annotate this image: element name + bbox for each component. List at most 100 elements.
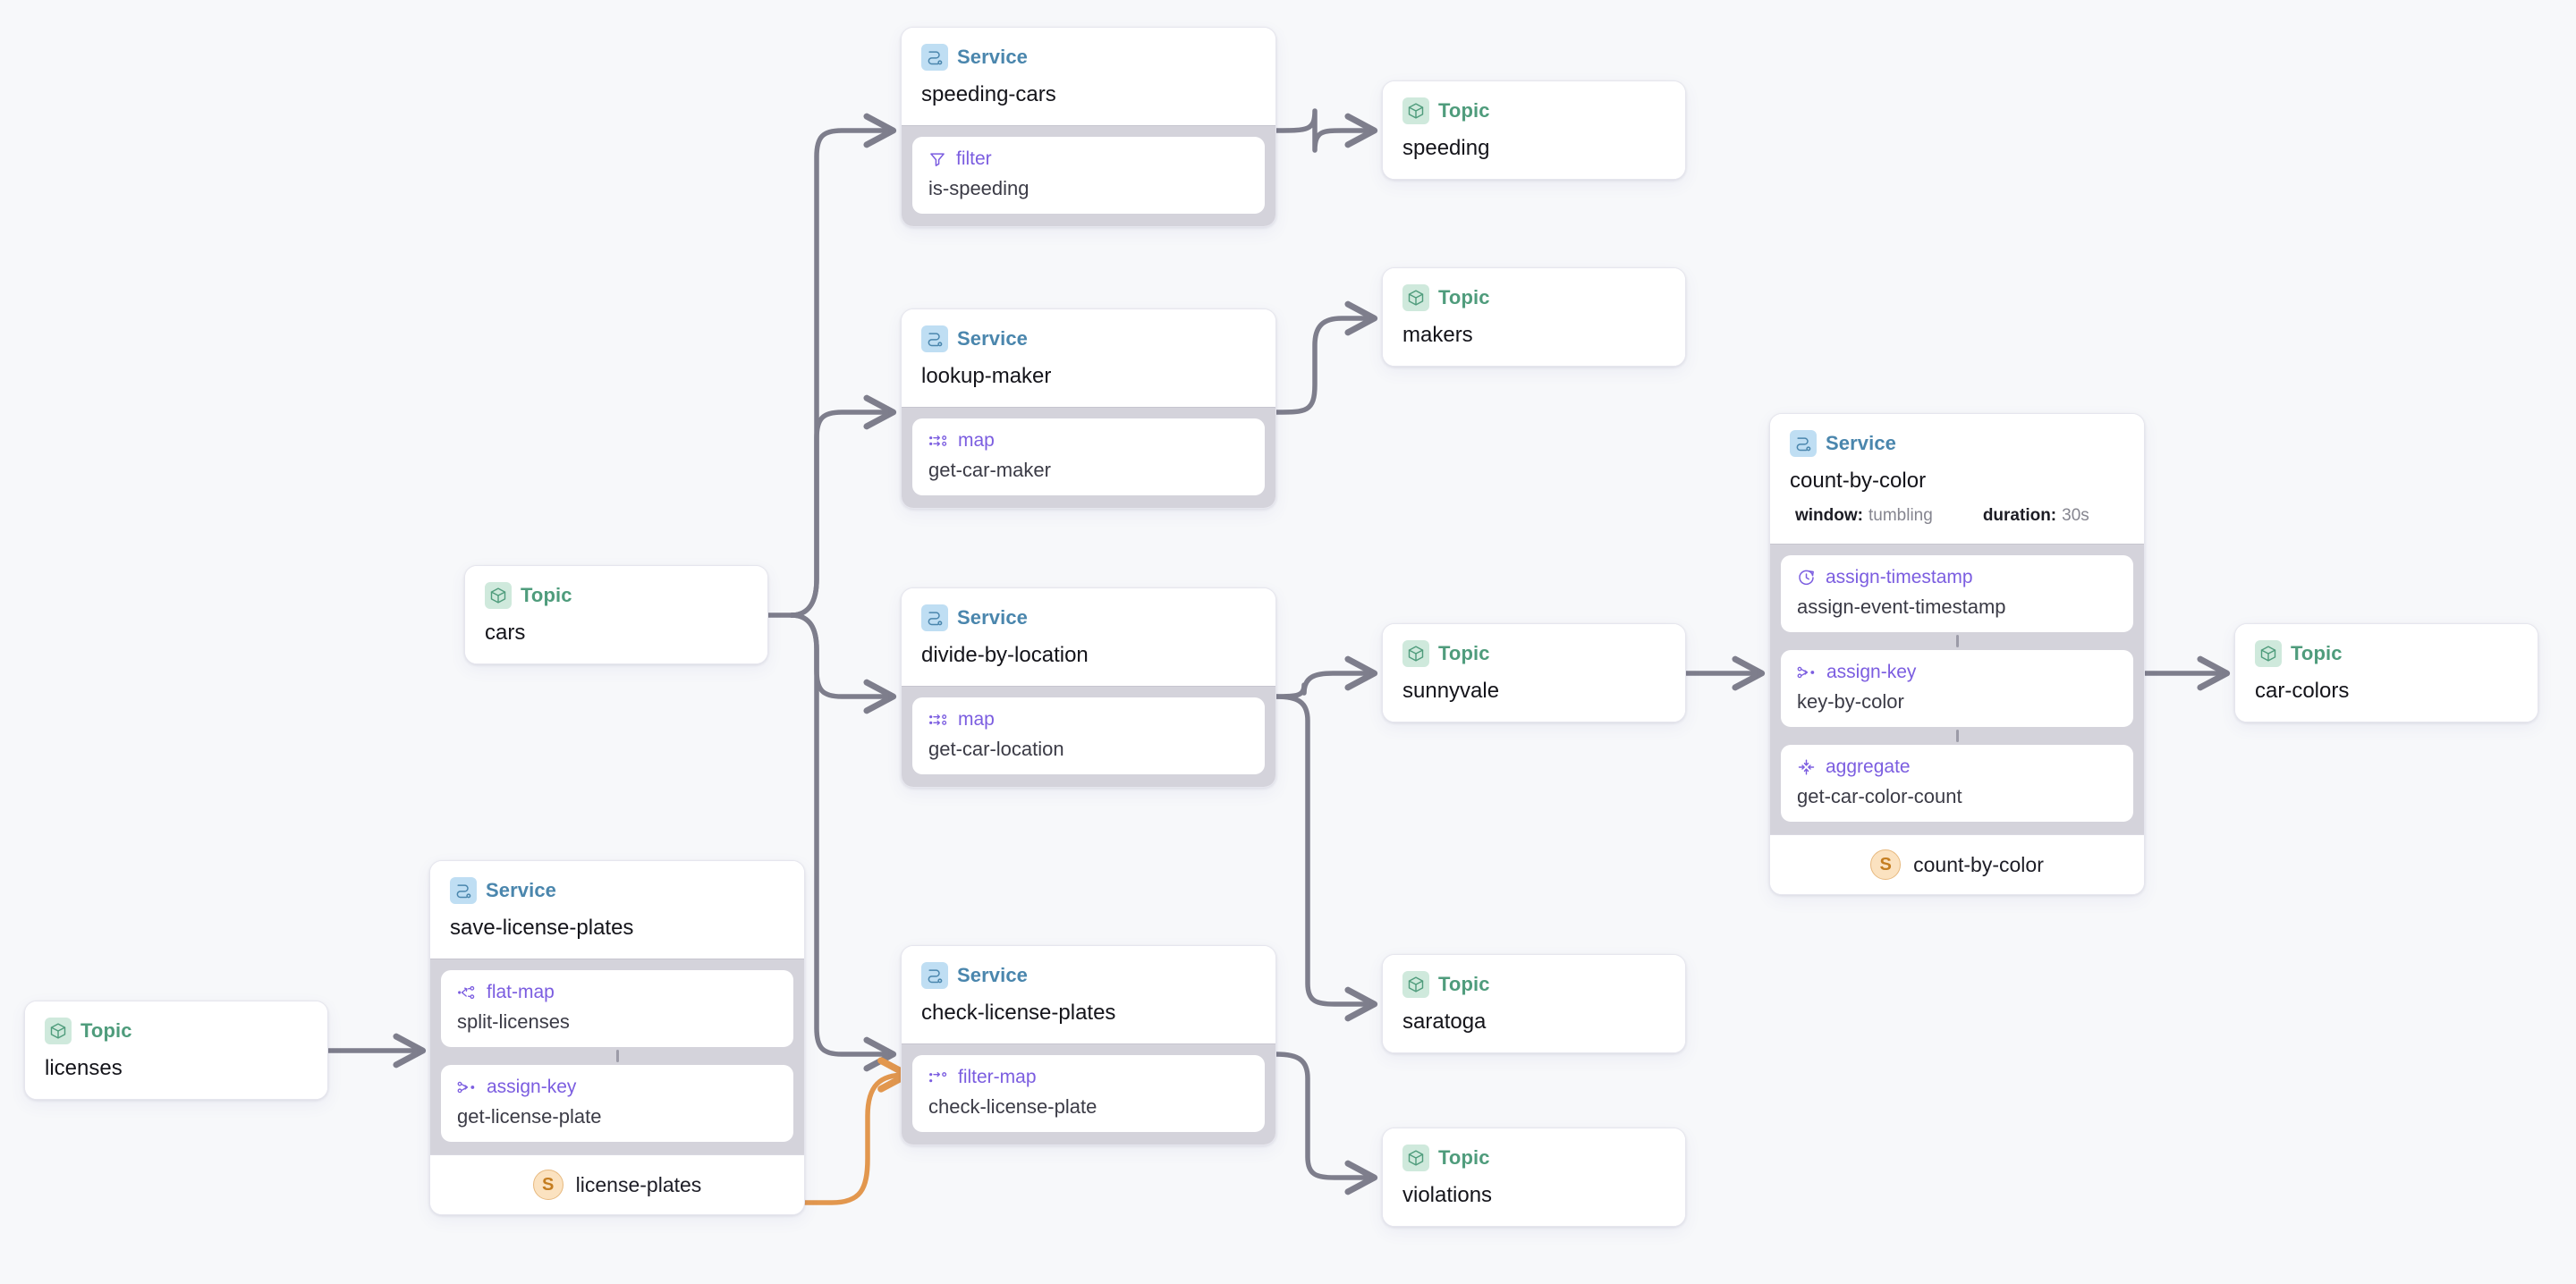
- node-kind-label: Service: [957, 606, 1028, 629]
- node-header: Service check-license-plates: [902, 946, 1275, 1043]
- node-kind-label: Service: [486, 879, 556, 901]
- node-kind-label: Topic: [1438, 286, 1490, 308]
- meta-duration-value: 30s: [2062, 506, 2089, 525]
- operator-list: map get-car-maker: [902, 407, 1275, 508]
- node-kind-badge: Service: [450, 877, 784, 904]
- node-service-lookup-maker[interactable]: Service lookup-maker: [901, 308, 1276, 509]
- node-kind-badge: Topic: [1402, 97, 1665, 124]
- state-footer[interactable]: S license-plates: [430, 1154, 804, 1214]
- node-service-count-by-color[interactable]: Service count-by-color window:tumbling d…: [1769, 413, 2145, 895]
- operator-kind: map: [958, 430, 995, 451]
- state-name: count-by-color: [1913, 852, 2044, 876]
- node-service-speeding-cars[interactable]: Service speeding-cars filter is-speeding: [901, 27, 1276, 227]
- operator-kind: flat-map: [487, 982, 555, 1002]
- map-icon: [928, 432, 948, 450]
- node-header: Service divide-by-location: [902, 588, 1275, 686]
- node-kind-badge: Service: [921, 325, 1256, 352]
- node-service-save-license-plates[interactable]: Service save-license-plates: [429, 860, 805, 1215]
- edge-cars-to-check-license-plates: [789, 612, 897, 1072]
- node-topic-licenses[interactable]: Topic licenses: [24, 1001, 328, 1100]
- node-header: Service speeding-cars: [902, 28, 1275, 125]
- node-kind-badge: Topic: [1402, 1145, 1665, 1171]
- edge-check-to-violations: [1274, 1052, 1378, 1195]
- operator-filter[interactable]: filter is-speeding: [912, 137, 1265, 214]
- node-header: Topic car-colors: [2235, 624, 2538, 722]
- node-topic-saratoga[interactable]: Topic saratoga: [1382, 954, 1686, 1053]
- edge-lookup-maker-to-makers: [1274, 300, 1378, 415]
- node-topic-speeding[interactable]: Topic speeding: [1382, 80, 1686, 180]
- node-title: save-license-plates: [450, 916, 634, 940]
- route-icon: [921, 604, 948, 631]
- operator-list: filter-map check-license-plate: [902, 1043, 1275, 1145]
- operator-assign-timestamp[interactable]: assign-timestamp assign-event-timestamp: [1781, 555, 2133, 632]
- operator-kind: assign-key: [487, 1077, 577, 1097]
- node-service-divide-by-location[interactable]: Service divide-by-location: [901, 587, 1276, 788]
- operator-filter-map[interactable]: filter-map check-license-plate: [912, 1055, 1265, 1132]
- edge-divide-to-sunnyvale: [1274, 655, 1378, 699]
- node-title: car-colors: [2255, 679, 2350, 703]
- node-header: Topic saratoga: [1383, 955, 1685, 1052]
- node-title: check-license-plates: [921, 1001, 1116, 1025]
- operator-name: get-car-color-count: [1797, 785, 1962, 807]
- operator-aggregate[interactable]: aggregate get-car-color-count: [1781, 745, 2133, 822]
- cube-icon: [485, 582, 512, 609]
- state-badge-icon: S: [1870, 849, 1902, 880]
- operator-name: split-licenses: [457, 1010, 570, 1033]
- cube-icon: [1402, 640, 1429, 667]
- operator-header: assign-timestamp: [1797, 567, 2117, 588]
- edge-cars-to-lookup-maker: [789, 394, 897, 618]
- node-kind-label: Topic: [1438, 1146, 1490, 1169]
- node-header: Service save-license-plates: [430, 861, 804, 959]
- node-kind-badge: Topic: [1402, 971, 1665, 998]
- clock-icon: [1797, 569, 1816, 587]
- node-topic-sunnyvale[interactable]: Topic sunnyvale: [1382, 623, 1686, 722]
- meta-window-key: window:: [1795, 506, 1863, 525]
- assign-key-icon: [457, 1078, 477, 1096]
- node-topic-makers[interactable]: Topic makers: [1382, 267, 1686, 367]
- node-topic-car-colors[interactable]: Topic car-colors: [2234, 623, 2538, 722]
- operator-name: key-by-color: [1797, 690, 1904, 713]
- operator-kind: filter-map: [958, 1067, 1037, 1087]
- cube-icon: [2255, 640, 2282, 667]
- node-kind-badge: Topic: [1402, 640, 1665, 667]
- aggregate-icon: [1797, 758, 1816, 776]
- operator-name: get-car-maker: [928, 459, 1051, 481]
- operator-header: map: [928, 430, 1249, 452]
- operator-assign-key[interactable]: assign-key key-by-color: [1781, 650, 2133, 727]
- edge-license-plates-state-to-check: [802, 1057, 911, 1205]
- state-footer[interactable]: S count-by-color: [1770, 834, 2144, 894]
- operator-map[interactable]: map get-car-location: [912, 697, 1265, 774]
- funnel-icon: [928, 150, 946, 168]
- operator-header: map: [928, 709, 1249, 731]
- node-service-check-license-plates[interactable]: Service check-license-plates: [901, 945, 1276, 1145]
- operator-name: is-speeding: [928, 177, 1030, 199]
- operator-kind: assign-timestamp: [1826, 567, 1973, 587]
- node-kind-badge: Topic: [45, 1018, 308, 1044]
- operator-kind: aggregate: [1826, 756, 1911, 777]
- node-title: divide-by-location: [921, 643, 1089, 667]
- operator-name: get-license-plate: [457, 1105, 602, 1128]
- service-meta: window:tumbling duration:30s: [1790, 506, 2124, 526]
- node-header: Topic violations: [1383, 1128, 1685, 1226]
- node-kind-badge: Service: [921, 44, 1256, 71]
- operator-flat-map[interactable]: flat-map split-licenses: [441, 970, 793, 1047]
- route-icon: [1790, 430, 1817, 457]
- route-icon: [921, 962, 948, 989]
- node-kind-badge: Service: [1790, 430, 2124, 457]
- operator-name: check-license-plate: [928, 1095, 1097, 1118]
- operator-header: filter-map: [928, 1067, 1249, 1088]
- operator-name: get-car-location: [928, 738, 1064, 760]
- operator-header: aggregate: [1797, 756, 2117, 778]
- route-icon: [921, 325, 948, 352]
- operator-kind: filter: [956, 148, 992, 169]
- filter-map-icon: [928, 1069, 948, 1086]
- node-topic-cars[interactable]: Topic cars: [464, 565, 768, 664]
- node-kind-label: Topic: [80, 1019, 132, 1042]
- operator-map[interactable]: map get-car-maker: [912, 418, 1265, 495]
- node-title: licenses: [45, 1056, 123, 1080]
- operator-assign-key[interactable]: assign-key get-license-plate: [441, 1065, 793, 1142]
- node-kind-label: Service: [1826, 432, 1896, 454]
- node-topic-violations[interactable]: Topic violations: [1382, 1128, 1686, 1227]
- operator-list: assign-timestamp assign-event-timestamp: [1770, 544, 2144, 834]
